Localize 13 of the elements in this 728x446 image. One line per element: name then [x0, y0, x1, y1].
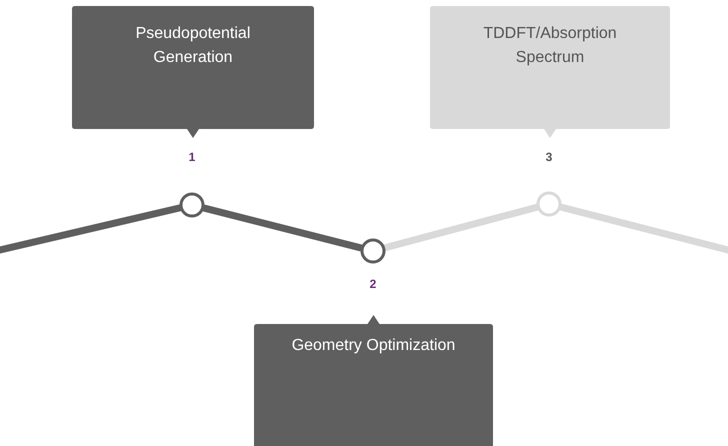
timeline-segment	[200, 204, 364, 252]
callout-box	[72, 6, 314, 138]
step-number: 1	[188, 150, 196, 164]
step-title: TDDFT/Absorption Spectrum	[482, 24, 618, 68]
step-number: 3	[544, 150, 554, 164]
timeline-segment	[558, 204, 728, 254]
callout-box	[430, 6, 670, 138]
timeline-segment	[382, 204, 540, 252]
step-title: Pseudopotential Generation	[134, 24, 252, 68]
step-title: Geometry Optimization	[290, 336, 456, 356]
step-number: 2	[368, 277, 378, 291]
timeline-segment	[0, 204, 184, 254]
callout-box	[254, 315, 493, 446]
